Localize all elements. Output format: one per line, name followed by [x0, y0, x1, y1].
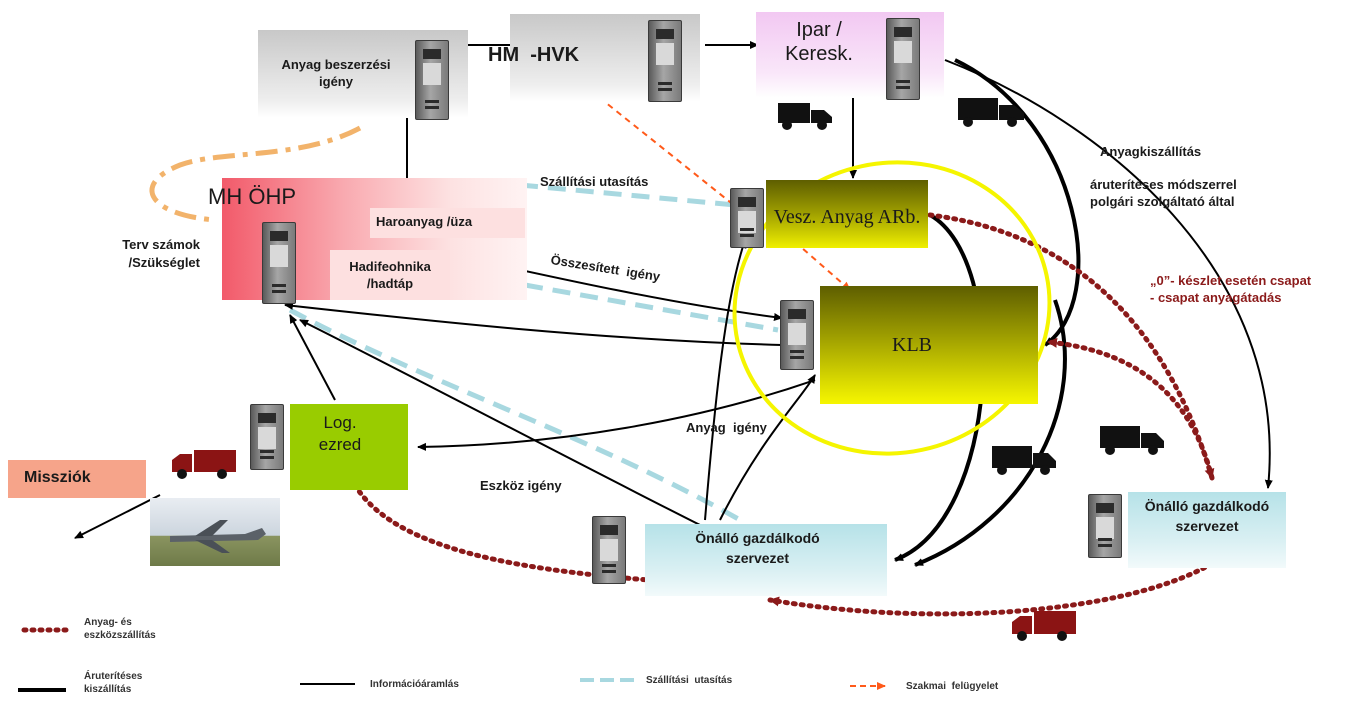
legend-aruteriteses-label: Áruterítéses kiszállítás [84, 671, 143, 695]
szallitasi-utasitas-label: Szállítási utasítás [540, 174, 649, 189]
supply-onallo2-onallo1 [767, 552, 1228, 617]
hadiftechnika-label: Hadifeohnika /hadtáp [349, 259, 431, 291]
missziok-box: Missziók [8, 460, 146, 498]
anyag-beszerzesi-label: Anyag beszerzési igény [281, 57, 391, 89]
shipping-line-2 [524, 282, 779, 333]
nulla-keszlet-label: „0”- készlet esetén csapat - csapat anya… [1150, 273, 1312, 305]
truck-icon [1100, 426, 1164, 455]
anyag-igeny-label: Anyag igény [686, 420, 767, 435]
missziok-label: Missziók [24, 469, 91, 486]
shipping-line-3 [288, 307, 742, 523]
info-onallo-vesz [704, 239, 747, 521]
info-klb-ohp [284, 301, 783, 346]
truck-icon [958, 98, 1024, 127]
info-ipar-onallo2 [944, 59, 1273, 489]
plan-arc [149, 125, 362, 223]
aircraft-photo [150, 498, 280, 566]
ipar-label: Ipar / Keresk. [785, 19, 853, 65]
legend-anyag-eszkoz: Anyag- és eszközszállítás [84, 617, 156, 641]
server-icon [1088, 494, 1122, 558]
onallo-2-label: Önálló gazdálkodó szervezet [1144, 498, 1270, 534]
server-icon [415, 40, 449, 120]
info-missziok [74, 494, 161, 539]
log-ezred-box: Log. ezred [290, 404, 408, 490]
supervision-line-2 [769, 219, 851, 291]
info-onallo-ohp [299, 319, 711, 531]
eszkoz-igeny-label: Eszköz igény [480, 478, 562, 493]
red-truck-icon [1012, 611, 1076, 641]
aruteriteses-label: áruterítéses módszerrel polgári szolgált… [1090, 177, 1237, 209]
vesz-anyag-label: Vesz. Anyag ARb. [773, 206, 921, 228]
dist-ipar-klb [954, 58, 1081, 347]
server-icon [780, 300, 814, 370]
log-ezred-label: Log. ezred [318, 413, 362, 454]
supply-log-onallo1 [352, 482, 723, 590]
red-truck-icon [172, 450, 236, 479]
server-icon [648, 20, 682, 102]
server-icon [250, 404, 284, 470]
anyagkiszallitas-label: Anyagkiszállítás [1100, 144, 1202, 159]
legend-szakmai-label: Szakmai felügyelet [906, 681, 999, 692]
info-klb-log [417, 379, 816, 451]
highlight-ellipse [732, 160, 1052, 456]
plane-icon [170, 520, 266, 553]
haroanyag-box: Haroanyag /üza [370, 208, 525, 238]
hm-hvk-label: HM -HVK [488, 44, 580, 66]
onallo-1-label: Önálló gazdálkodó szervezet [695, 530, 820, 566]
hadiftechnika-box: Hadifeohnika /hadtáp [330, 250, 450, 300]
mh-ohp-label: MH ÖHP [208, 184, 296, 209]
vesz-anyag-box: Vesz. Anyag ARb. [766, 180, 928, 248]
klb-label: KLB [892, 334, 932, 356]
haroanyag-label: Haroanyag /üza [376, 214, 473, 229]
shipping-line-1 [519, 182, 736, 208]
info-onallo-klb [719, 374, 816, 521]
truck-icon [992, 446, 1056, 475]
terv-szamok-label: Terv számok /Szükséglet [122, 237, 200, 270]
server-icon [730, 188, 764, 248]
onallo-1-box: Önálló gazdálkodó szervezet [645, 524, 887, 596]
server-icon [886, 18, 920, 100]
info-log-ohp [289, 314, 336, 401]
klb-box: KLB [820, 286, 1038, 404]
onallo-2-box: Önálló gazdálkodó szervezet [1128, 492, 1286, 568]
truck-icon [778, 103, 832, 130]
server-icon [592, 516, 626, 584]
supply-onallo2-klb [1045, 337, 1215, 481]
legend-informacio-label: Információáramlás [370, 679, 459, 690]
legend-szallitasi-label: Szállítási utasítás [646, 675, 733, 686]
server-icon [262, 222, 296, 304]
supply-vesz-onallo2 [927, 212, 1215, 481]
